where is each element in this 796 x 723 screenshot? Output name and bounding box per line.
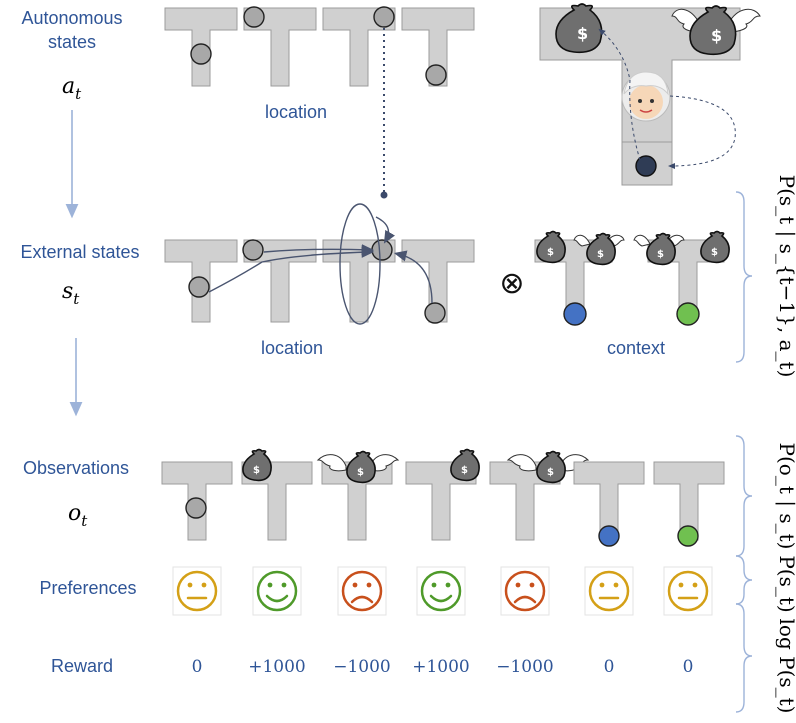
money-bag-icon: $ (555, 3, 603, 54)
svg-text:$: $ (253, 465, 260, 476)
child-face-icon (621, 71, 671, 122)
observation-maze-1 (161, 461, 233, 541)
money-bag-icon: $ (536, 230, 566, 264)
context-maze-1: $ $ (534, 230, 625, 326)
action-maze-4 (401, 7, 475, 87)
location-caption-mid: location (261, 338, 323, 358)
svg-text:$: $ (577, 24, 588, 43)
log-prior-equation: log P(s_t) (775, 619, 796, 714)
state-symbol: st (62, 279, 80, 308)
money-bag-icon: $ (242, 448, 272, 482)
action-symbol: at (62, 74, 82, 103)
likelihood-equation: P(o_t | s_t) (774, 443, 796, 550)
svg-text:$: $ (547, 467, 554, 478)
state-maze-4 (401, 239, 475, 324)
observation-symbol: ot (68, 501, 88, 530)
svg-text:$: $ (711, 26, 722, 45)
action-maze-3 (322, 6, 396, 87)
action-maze-1 (164, 7, 238, 87)
context-maze-2: $ $ (633, 230, 730, 326)
agent-ball (635, 155, 657, 177)
winged-money-bag-icon: $ (573, 232, 625, 266)
winged-money-bag-icon: $ (671, 5, 761, 56)
smiley-icon (584, 566, 634, 616)
state-maze-1 (164, 239, 238, 323)
observations-label: Observations (23, 458, 129, 478)
winged-money-bag-icon: $ (633, 232, 685, 266)
transition-arrows (208, 203, 433, 325)
reward-values: 0 +1000 −1000 +1000 −1000 0 0 (192, 657, 694, 677)
link-endpoint (380, 191, 388, 199)
preference-smileys (172, 566, 713, 616)
reward-value: +1000 (248, 657, 306, 677)
prior-equation: P(s_t) (775, 555, 796, 612)
reward-value: 0 (192, 657, 203, 677)
money-bag-icon: $ (450, 448, 480, 482)
observation-maze-2: $ (241, 448, 313, 541)
reward-value: +1000 (412, 657, 470, 677)
smiley-icon (172, 566, 222, 616)
autonomous-label-line1: Autonomous (21, 8, 122, 28)
observation-maze-3: $ (316, 450, 400, 541)
svg-text:$: $ (711, 247, 718, 258)
reward-value: 0 (604, 657, 615, 677)
action-maze-2 (243, 6, 317, 87)
svg-text:$: $ (461, 465, 468, 476)
smiley-icon (252, 566, 302, 616)
state-maze-3 (322, 239, 396, 323)
observation-maze-7 (653, 461, 725, 547)
location-caption-top: location (265, 102, 327, 122)
observation-maze-4: $ (405, 448, 480, 541)
context-caption: context (607, 338, 665, 358)
kronecker-product-icon: ⊗ (499, 266, 524, 301)
svg-text:$: $ (657, 249, 664, 260)
state-maze-2 (242, 239, 317, 323)
preferences-label: Preferences (39, 578, 136, 598)
winged-money-bag-icon: $ (316, 450, 400, 484)
reward-value: −1000 (496, 657, 554, 677)
right-braces (735, 191, 753, 713)
reward-value: 0 (683, 657, 694, 677)
smiley-icon (500, 566, 550, 616)
svg-text:$: $ (357, 467, 364, 478)
observation-maze-5: $ (489, 450, 590, 541)
svg-text:$: $ (547, 247, 554, 258)
smiley-icon (416, 566, 466, 616)
smiley-icon (337, 566, 387, 616)
svg-text:$: $ (597, 249, 604, 260)
large-t-maze: $ $ (539, 3, 761, 186)
winged-money-bag-icon: $ (506, 450, 590, 484)
observation-maze-6 (573, 461, 645, 547)
smiley-icon (663, 566, 713, 616)
reward-value: −1000 (333, 657, 391, 677)
autonomous-label-line2: states (48, 32, 96, 52)
reward-label: Reward (51, 656, 113, 676)
external-states-label: External states (20, 242, 139, 262)
money-bag-icon: $ (700, 230, 730, 264)
transition-equation: P(s_t | s_{t−1}, a_t) (774, 175, 796, 378)
